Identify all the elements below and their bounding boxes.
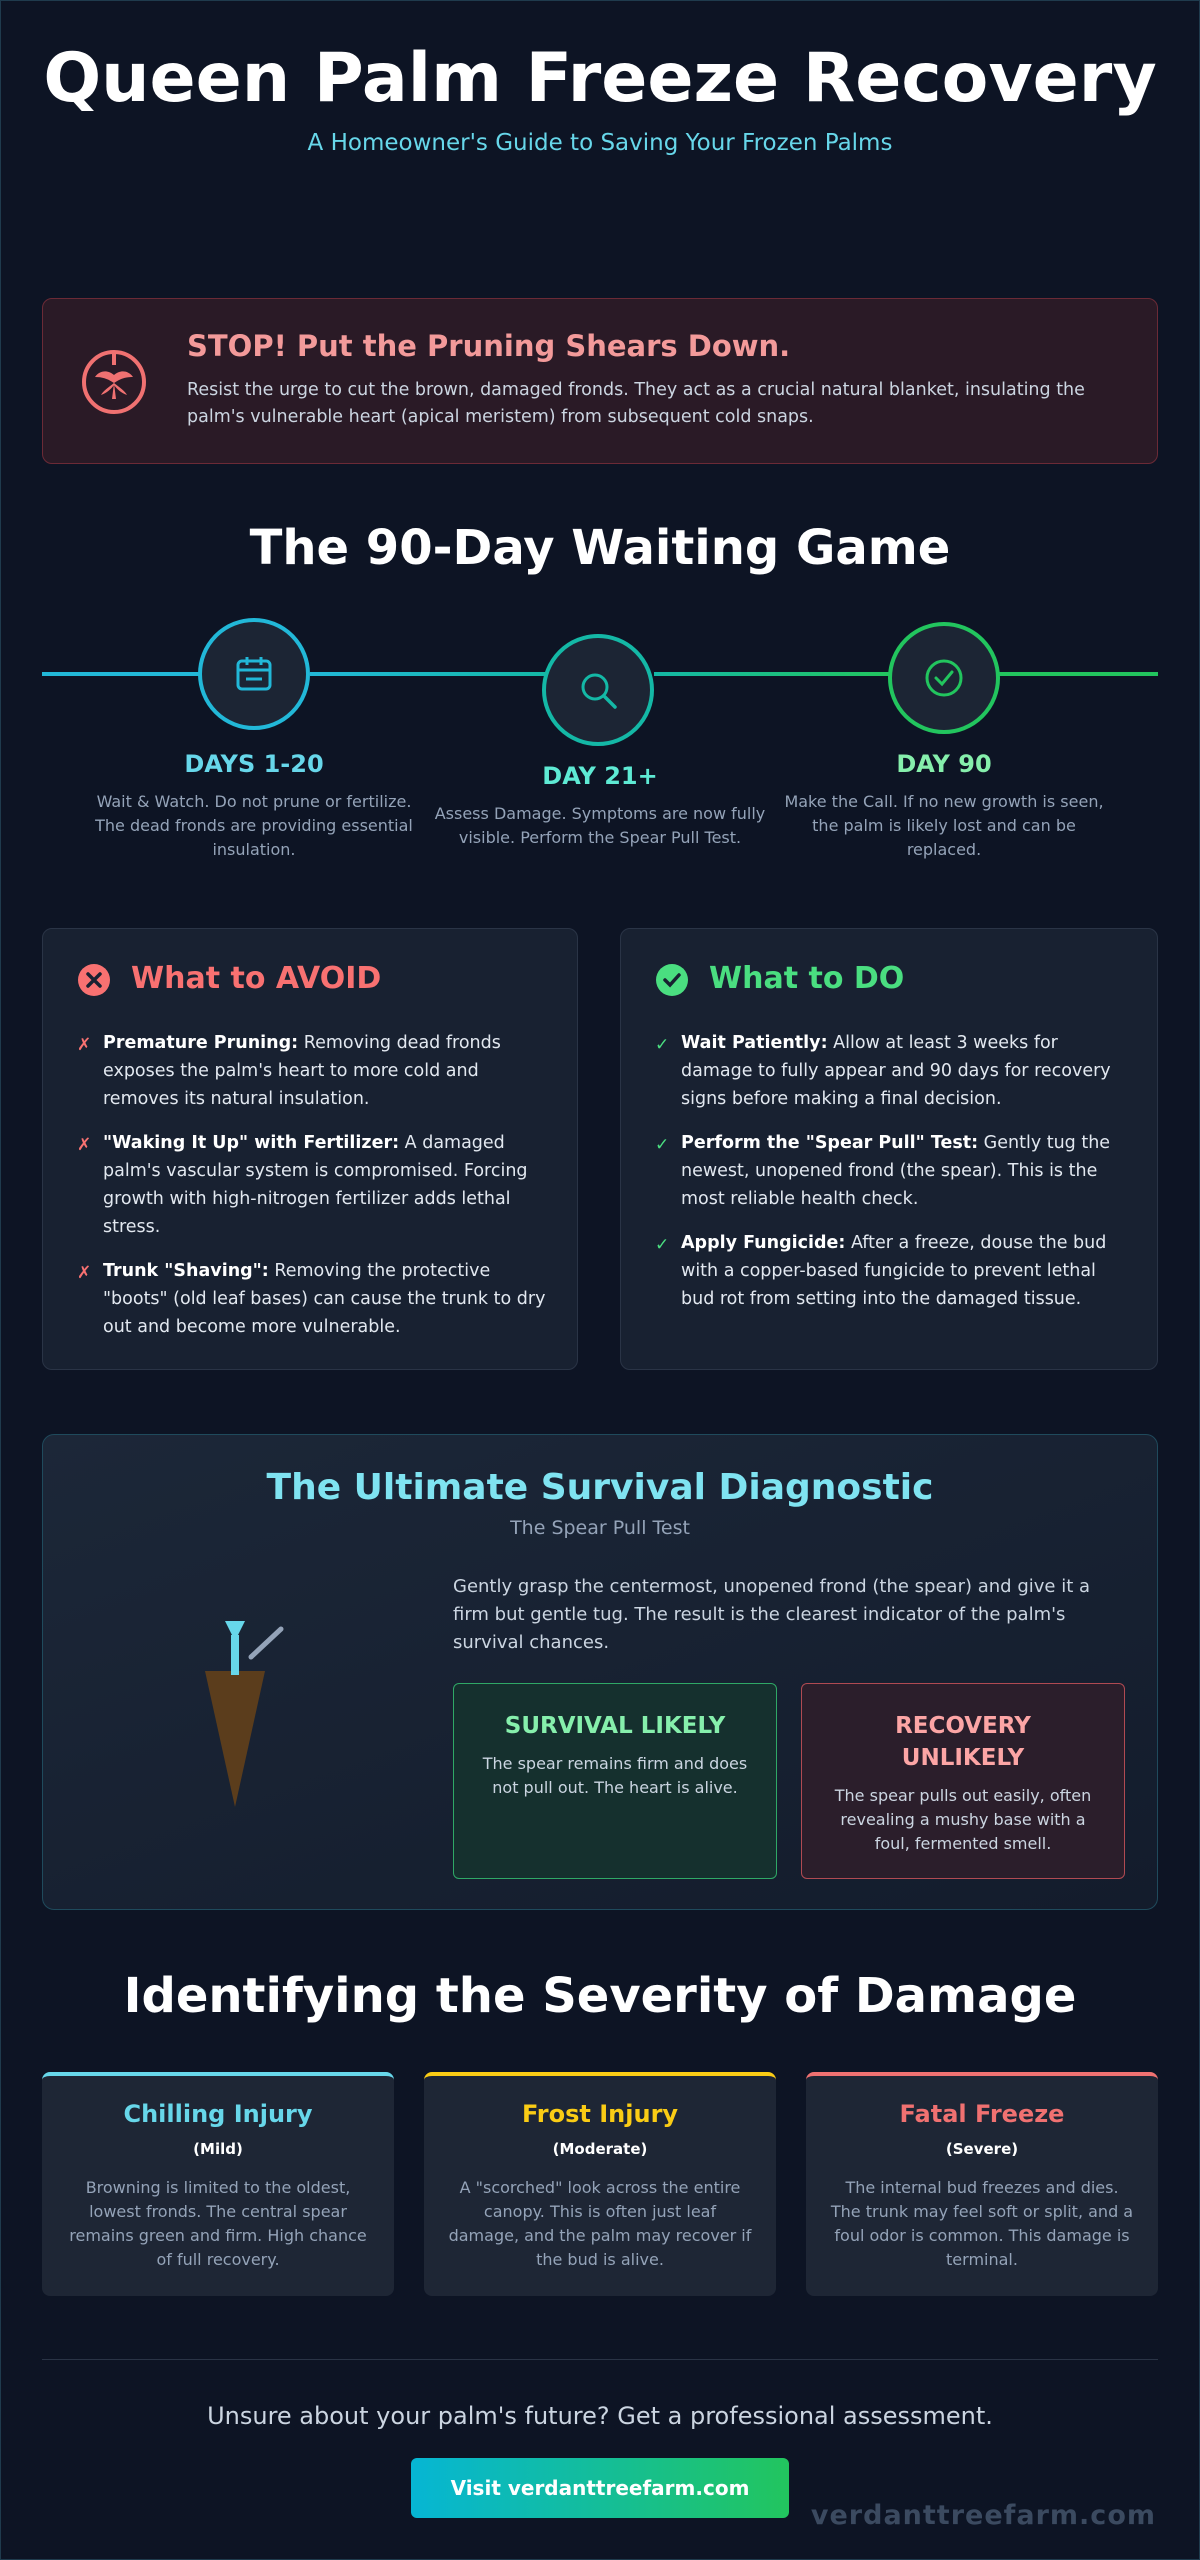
palm-alert-icon <box>82 350 146 414</box>
list-item: ✓Perform the "Spear Pull" Test: Gently t… <box>655 1133 1111 1209</box>
diagnostic-panel: The Ultimate Survival Diagnostic The Spe… <box>42 1434 1158 1910</box>
list-item: ✓Wait Patiently: Allow at least 3 weeks … <box>655 1033 1111 1109</box>
warning-text: Resist the urge to cut the brown, damage… <box>187 380 1085 427</box>
timeline-title: The 90-Day Waiting Game <box>249 520 951 576</box>
severity-name: Frost Injury <box>521 2100 679 2128</box>
severity-level: (Severe) <box>945 2140 1019 2158</box>
list-item: ✗Premature Pruning: Removing dead fronds… <box>77 1033 501 1109</box>
search-icon <box>581 673 617 709</box>
timeline-line <box>998 672 1158 676</box>
visit-website-button[interactable]: Visit verdanttreefarm.com <box>411 2458 789 2518</box>
avoid-list: ✗Premature Pruning: Removing dead fronds… <box>77 1029 547 1357</box>
severity-card-severe: Fatal Freeze (Severe) The internal bud f… <box>806 2072 1158 2296</box>
timeline-desc: Wait & Watch. Do not prune or fertilize.… <box>95 792 413 859</box>
severity-desc: Browning is limited to the oldest, lowes… <box>69 2178 367 2269</box>
x-mark-icon: ✗ <box>77 1263 92 1283</box>
timeline-desc: Make the Call. If no new growth is seen,… <box>784 792 1104 859</box>
timeline-label: DAY 90 <box>896 750 992 778</box>
do-title: What to DO <box>709 961 905 996</box>
recovery-unlikely-card: RECOVERY UNLIKELY The spear pulls out ea… <box>801 1683 1125 1879</box>
check-mark-icon: ✓ <box>655 1235 670 1255</box>
calendar-icon <box>236 657 272 691</box>
avoid-title: What to AVOID <box>131 961 382 996</box>
severity-card-moderate: Frost Injury (Moderate) A "scorched" loo… <box>424 2072 776 2296</box>
diagnostic-subtitle: The Spear Pull Test <box>510 1517 690 1539</box>
check-mark-icon: ✓ <box>655 1135 670 1155</box>
severity-desc: The internal bud freezes and dies. The t… <box>830 2178 1134 2269</box>
timeline-node-days-1-20 <box>198 618 310 730</box>
check-mark-icon: ✓ <box>655 1035 670 1055</box>
survival-title: SURVIVAL LIKELY <box>504 1713 726 1739</box>
severity-card-mild: Chilling Injury (Mild) Browning is limit… <box>42 2072 394 2296</box>
hero: Queen Palm Freeze Recovery A Homeowner's… <box>0 38 1200 156</box>
x-mark-icon: ✗ <box>77 1135 92 1155</box>
timeline-label: DAYS 1-20 <box>184 750 324 778</box>
severity-level: (Mild) <box>193 2140 243 2158</box>
recovery-title: RECOVERY UNLIKELY <box>895 1713 1031 1771</box>
x-circle-icon <box>78 964 110 996</box>
warning-title: STOP! Put the Pruning Shears Down. <box>187 329 791 363</box>
footer-divider <box>42 2359 1158 2360</box>
check-circle-icon <box>656 964 688 996</box>
severity-level: (Moderate) <box>552 2140 648 2158</box>
list-item: ✗"Waking It Up" with Fertilizer: A damag… <box>77 1133 528 1237</box>
warning-banner: STOP! Put the Pruning Shears Down. Resis… <box>42 298 1158 464</box>
timeline-desc: Assess Damage. Symptoms are now fully vi… <box>434 804 766 847</box>
x-mark-icon: ✗ <box>77 1035 92 1055</box>
do-card: What to DO ✓Wait Patiently: Allow at lea… <box>620 928 1158 1370</box>
list-item: ✗Trunk "Shaving": Removing the protectiv… <box>77 1261 546 1337</box>
diagnostic-text: Gently grasp the centermost, unopened fr… <box>453 1576 1091 1653</box>
check-circle-icon <box>925 659 963 697</box>
survival-likely-card: SURVIVAL LIKELY The spear remains firm a… <box>453 1683 777 1879</box>
recovery-text: The spear pulls out easily, often reveal… <box>834 1786 1092 1853</box>
timeline-node-day-90 <box>888 622 1000 734</box>
survival-text: The spear remains firm and does not pull… <box>482 1754 748 1797</box>
timeline-line <box>310 672 546 676</box>
do-list: ✓Wait Patiently: Allow at least 3 weeks … <box>655 1029 1127 1329</box>
severity-name: Chilling Injury <box>123 2100 313 2128</box>
timeline-node-day-21 <box>542 634 654 746</box>
avoid-card: What to AVOID ✗Premature Pruning: Removi… <box>42 928 578 1370</box>
brand-watermark: verdanttreefarm.com <box>810 2500 1156 2531</box>
timeline-line <box>654 672 890 676</box>
severity-name: Fatal Freeze <box>899 2100 1065 2128</box>
cta-text: Unsure about your palm's future? Get a p… <box>207 2402 993 2430</box>
page-subtitle: A Homeowner's Guide to Saving Your Froze… <box>307 130 893 156</box>
diagnostic-title: The Ultimate Survival Diagnostic <box>266 1467 934 1508</box>
spear-pull-illustration <box>205 1621 284 1807</box>
timeline-label: DAY 21+ <box>542 762 658 790</box>
list-item: ✓Apply Fungicide: After a freeze, douse … <box>655 1233 1107 1309</box>
page-title: Queen Palm Freeze Recovery <box>43 39 1157 118</box>
severity-desc: A "scorched" look across the entire cano… <box>448 2178 752 2269</box>
severity-title: Identifying the Severity of Damage <box>123 1968 1077 2024</box>
timeline-line <box>42 672 202 676</box>
